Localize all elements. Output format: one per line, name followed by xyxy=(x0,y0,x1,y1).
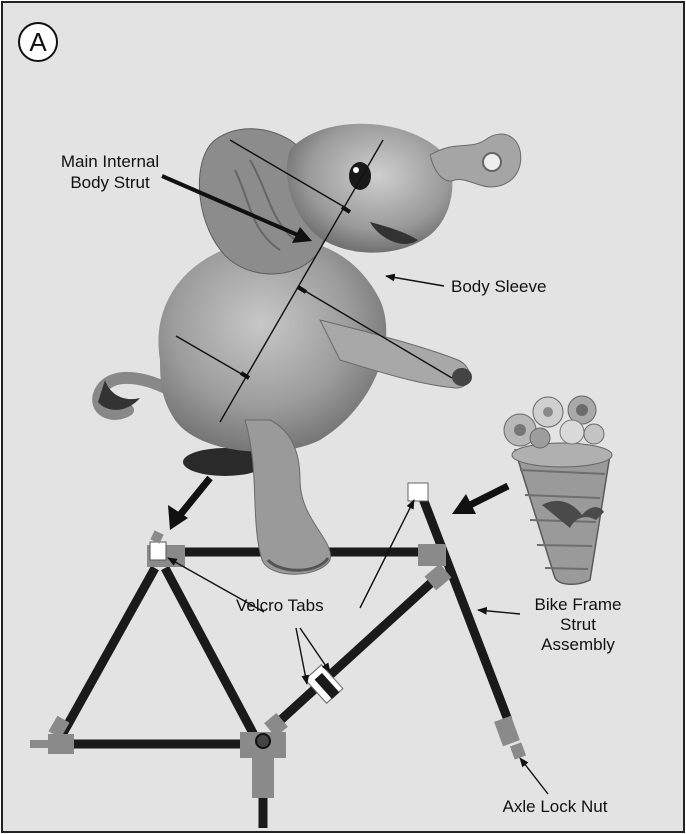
label-bike-frame-2: Strut xyxy=(560,615,596,634)
label-main-strut-1: Main Internal xyxy=(61,152,159,171)
joint-top-right xyxy=(418,544,446,566)
label-main-strut-2: Body Strut xyxy=(70,173,150,192)
velcro-tab-top-right xyxy=(408,483,428,501)
velcro-tab-top-left xyxy=(150,542,166,560)
figure-badge: A xyxy=(19,23,57,61)
label-velcro-tabs: Velcro Tabs xyxy=(236,596,324,615)
joint-bottom-left-stub xyxy=(30,740,50,748)
pivot-bolt xyxy=(256,734,270,748)
badge-letter: A xyxy=(29,27,47,57)
label-body-sleeve: Body Sleeve xyxy=(451,277,546,296)
label-axle-lock-nut: Axle Lock Nut xyxy=(503,797,608,816)
label-bike-frame-3: Assembly xyxy=(541,635,615,654)
label-bike-frame-1: Bike Frame xyxy=(535,595,622,614)
joint-bottom-stem xyxy=(252,752,274,798)
